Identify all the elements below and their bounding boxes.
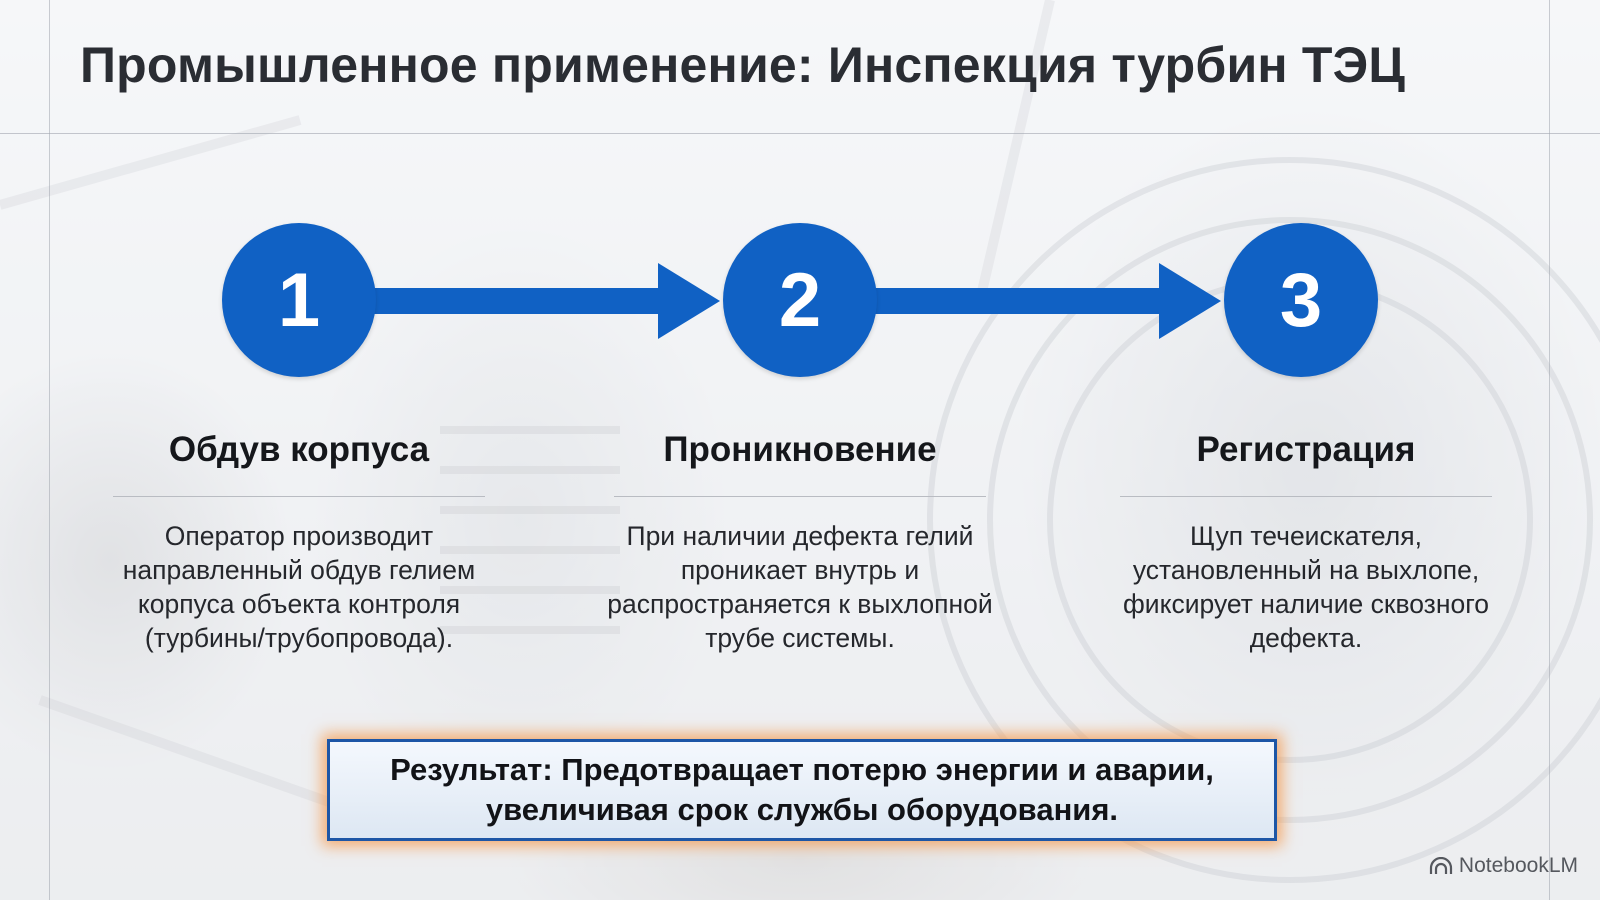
connector-line-1-2	[370, 288, 660, 314]
connector-line-2-3	[871, 288, 1161, 314]
step-description: При наличии дефекта гелий проникает внут…	[607, 521, 993, 653]
title-divider	[0, 133, 1600, 134]
step-description: Щуп течеискателя, установленный на выхло…	[1122, 521, 1490, 653]
slide-title: Промышленное применение: Инспекция турби…	[80, 37, 1406, 93]
notebooklm-logo-icon	[1429, 857, 1453, 875]
result-line-2: увеличивая срок службы оборудования.	[485, 792, 1119, 827]
step-card-1: Обдув корпуса Оператор производит направ…	[89, 424, 509, 655]
step-title: Регистрация	[1196, 430, 1416, 469]
frame-divider-right	[1549, 0, 1550, 900]
result-callout: Результат: Предотвращает потерю энергии …	[327, 739, 1277, 841]
step-divider	[1120, 496, 1492, 497]
step-description: Оператор производит направленный обдув г…	[122, 521, 476, 653]
step-number-badge-1: 1	[222, 223, 376, 377]
notebooklm-branding: NotebookLM	[1429, 854, 1578, 878]
step-title: Обдув корпуса	[168, 430, 430, 469]
step-divider	[113, 496, 485, 497]
step-number-badge-2: 2	[723, 223, 877, 377]
step-number-badge-3: 3	[1224, 223, 1378, 377]
step-card-3: Регистрация Щуп течеискателя, установлен…	[1096, 424, 1516, 655]
result-text: Результат: Предотвращает потерю энергии …	[390, 750, 1214, 830]
step-divider	[614, 496, 986, 497]
frame-divider-left	[49, 0, 50, 900]
arrow-right-icon	[1159, 263, 1221, 339]
arrow-right-icon	[658, 263, 720, 339]
step-card-2: Проникновение При наличии дефекта гелий …	[590, 424, 1010, 655]
step-title: Проникновение	[663, 430, 937, 469]
notebooklm-label: NotebookLM	[1458, 854, 1578, 877]
result-line-1: Результат: Предотвращает потерю энергии …	[390, 752, 1214, 787]
